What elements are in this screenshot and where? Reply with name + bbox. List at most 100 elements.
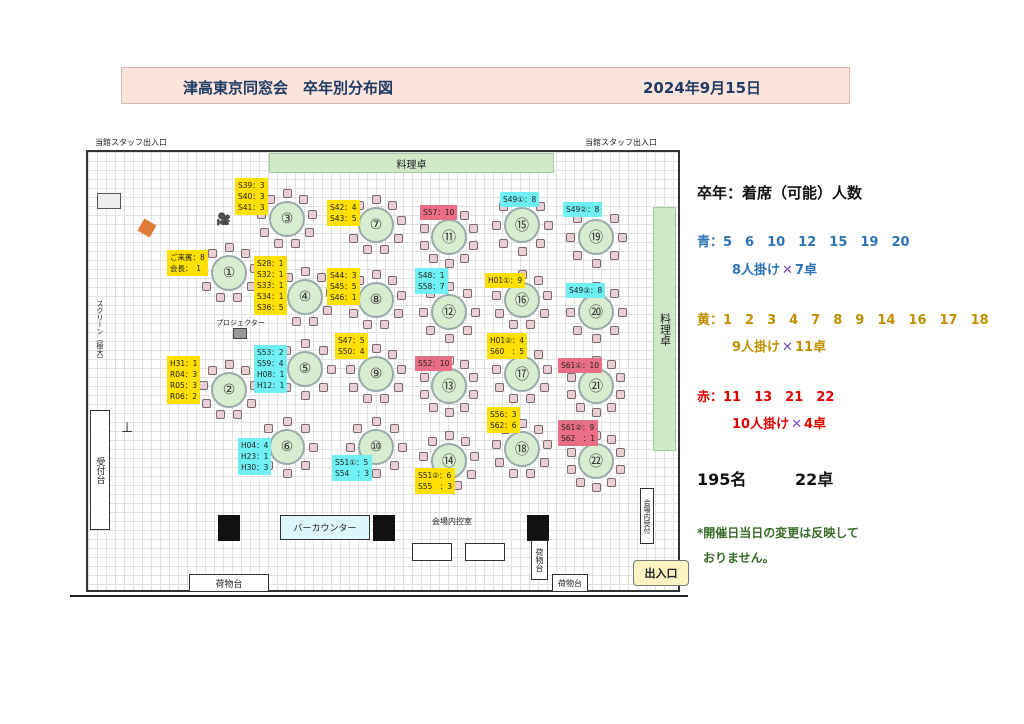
chair [494, 382, 504, 392]
chair [606, 435, 616, 445]
table-15[interactable]: ⑮ [504, 207, 540, 243]
cross-icon: ✕ [782, 340, 793, 355]
chair [573, 250, 583, 260]
chair [300, 390, 310, 400]
chair [606, 360, 616, 370]
table-number: ㉑ [589, 379, 603, 395]
table-11[interactable]: ⑪ [431, 219, 467, 255]
table-6[interactable]: ⑥ [269, 429, 305, 465]
control-desk [412, 543, 452, 561]
chair [318, 346, 328, 356]
table-2[interactable]: ② [211, 372, 247, 408]
table-number: ㉒ [589, 454, 603, 470]
table-19[interactable]: ⑲ [578, 219, 614, 255]
table-number: ⑲ [589, 230, 603, 246]
table-12[interactable]: ⑫ [431, 294, 467, 330]
chair [508, 468, 518, 478]
chair [462, 289, 472, 299]
table-18[interactable]: ⑱ [504, 431, 540, 467]
table-20[interactable]: ⑳ [578, 294, 614, 330]
chair [526, 468, 536, 478]
chair [273, 238, 283, 248]
chair [282, 416, 292, 426]
chair [491, 364, 501, 374]
table-19-class-note: S49②：8 [563, 202, 603, 217]
chair [427, 436, 437, 446]
chair [543, 439, 553, 449]
table-number: ⑤ [298, 361, 312, 377]
chair [606, 477, 616, 487]
chair [606, 402, 616, 412]
table-11-class-note: S57：10 [420, 205, 458, 220]
chair [215, 409, 225, 419]
chair [389, 424, 399, 434]
chair [609, 289, 619, 299]
chair [444, 430, 454, 440]
total-tables: 22卓 [795, 470, 834, 489]
table-14[interactable]: ⑭ [431, 443, 467, 479]
chair [418, 451, 428, 461]
chair [609, 325, 619, 335]
screen-label: スクリーン（極大） [96, 300, 104, 363]
chair [224, 359, 234, 369]
chair [543, 290, 553, 300]
chair [233, 292, 243, 302]
chair [207, 365, 217, 375]
table-18-class-note: S56：3 S62：6 [487, 407, 520, 433]
table-13[interactable]: ⑬ [431, 368, 467, 404]
table-7[interactable]: ⑦ [358, 207, 394, 243]
table-number: ⑱ [515, 442, 529, 458]
legend-heading: 卒年：着席（可能）人数 [697, 184, 863, 202]
chair [300, 424, 310, 434]
chair [241, 365, 251, 375]
pillar [527, 515, 549, 541]
table-1[interactable]: ① [211, 255, 247, 291]
table-5[interactable]: ⑤ [287, 351, 323, 387]
chair [348, 382, 358, 392]
chair [323, 305, 333, 315]
chair [419, 224, 429, 234]
table-3[interactable]: ③ [269, 201, 305, 237]
chair [576, 477, 586, 487]
food-table-right: 料理卓 [653, 207, 676, 451]
exit-sign[interactable]: 出入口 [633, 560, 689, 586]
table-9[interactable]: ⑨ [358, 356, 394, 392]
chair [566, 464, 576, 474]
chair [617, 307, 627, 317]
chair [566, 389, 576, 399]
chair [380, 244, 390, 254]
chair [353, 424, 363, 434]
chair [469, 389, 479, 399]
table-number: ⑦ [369, 217, 383, 233]
chair [534, 275, 544, 285]
chair [371, 194, 381, 204]
table-3-class-note: S39：3 S40：3 S41：3 [235, 178, 268, 215]
table-16[interactable]: ⑯ [504, 282, 540, 318]
table-17[interactable]: ⑰ [504, 356, 540, 392]
red-seats-per-table: 10人掛け [732, 417, 790, 432]
table-10[interactable]: ⑩ [358, 429, 394, 465]
chair [565, 307, 575, 317]
table-2-class-note: H31：1 R04：3 R05：3 R06：2 [167, 356, 201, 404]
table-17-class-note: H01②：4 S60 ：5 [487, 333, 528, 359]
chair [526, 393, 536, 403]
chair [326, 364, 336, 374]
table-22[interactable]: ㉒ [578, 443, 614, 479]
table-number: ③ [280, 211, 294, 227]
table-number: ⑬ [442, 379, 456, 395]
chair [241, 248, 251, 258]
chair [419, 373, 429, 383]
chair [565, 232, 575, 242]
table-8[interactable]: ⑧ [358, 282, 394, 318]
luggage-2-label: 荷物台 [558, 578, 582, 588]
chair [540, 382, 550, 392]
chair [470, 451, 480, 461]
yellow-seats-per-table: 9人掛け [732, 340, 781, 355]
projector-label: プロジェクター [216, 319, 265, 327]
chair [371, 416, 381, 426]
chair [388, 349, 398, 359]
table-4[interactable]: ④ [287, 279, 323, 315]
table-21[interactable]: ㉑ [578, 368, 614, 404]
luggage-3-label: 荷物台 [535, 548, 544, 572]
chair [491, 439, 501, 449]
